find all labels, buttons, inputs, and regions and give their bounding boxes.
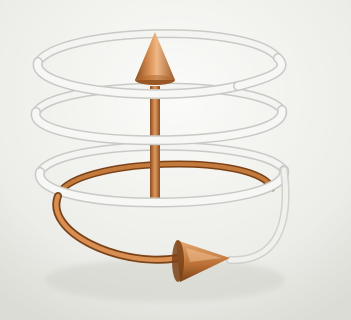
floor-shadow xyxy=(45,258,285,302)
